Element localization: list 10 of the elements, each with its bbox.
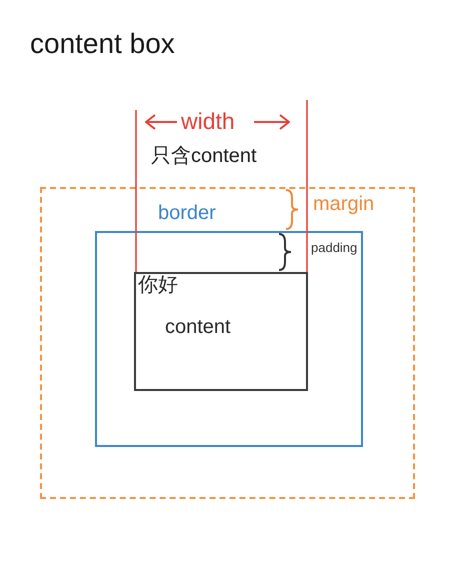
note-text: 只含content	[151, 145, 257, 168]
margin-label: margin	[313, 193, 374, 216]
dimension-label: width	[181, 108, 235, 134]
content-box	[134, 272, 308, 391]
heading-text: 你好	[138, 274, 178, 297]
border-label: border	[158, 202, 216, 225]
content-text: content	[165, 316, 231, 339]
margin-box	[40, 187, 415, 499]
padding-label: padding	[311, 241, 358, 256]
diagram-title: content box	[30, 28, 175, 60]
